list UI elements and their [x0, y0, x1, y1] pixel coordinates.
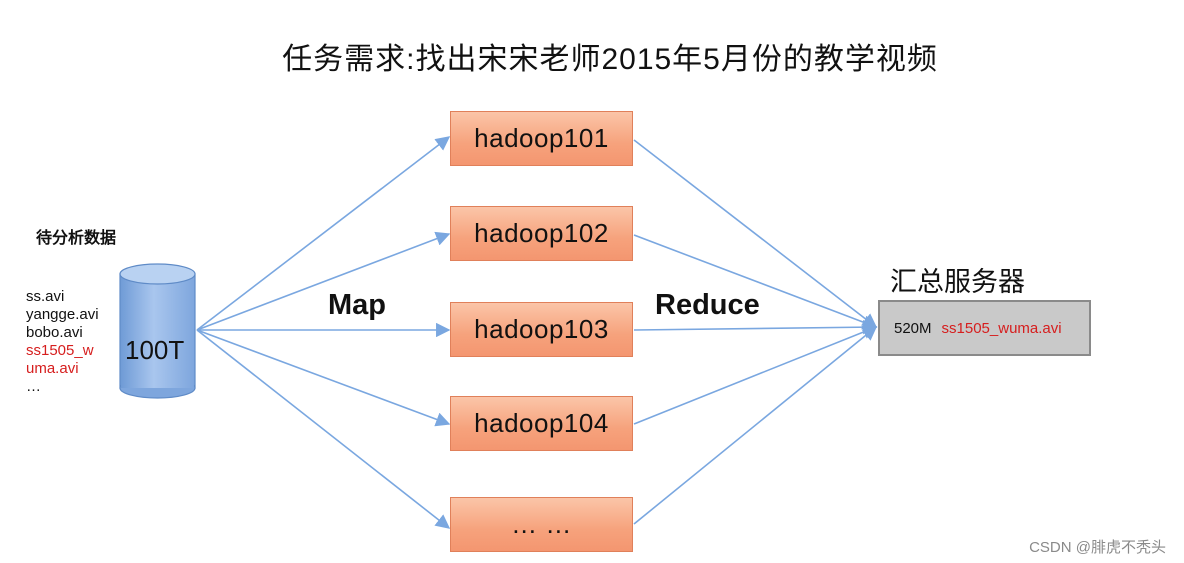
node-hadoop101: hadoop101 [450, 111, 633, 166]
file-list: ss.avi yangge.avi bobo.avi ss1505_w uma.… [26, 288, 99, 396]
map-arrow-4 [196, 329, 451, 427]
server-file: ss1505_wuma.avi [941, 319, 1062, 337]
reduce-arrow-3 [633, 319, 878, 335]
node-hadoop102: hadoop102 [450, 206, 633, 261]
reduce-label: Reduce [655, 289, 760, 321]
file-item: ss.avi [26, 288, 65, 305]
reduce-arrow-5 [633, 326, 878, 525]
map-label: Map [328, 289, 386, 321]
map-arrow-1 [196, 136, 451, 331]
reduce-arrow-2 [633, 234, 878, 330]
map-arrow-2 [196, 231, 451, 331]
server-title: 汇总服务器 [890, 267, 1025, 297]
pending-data-title: 待分析数据 [36, 228, 117, 247]
cylinder-label: 100T [125, 335, 184, 365]
reduce-arrow-1 [633, 139, 878, 328]
map-arrows [196, 136, 451, 529]
file-item: yangge.avi [26, 306, 99, 323]
file-item: bobo.avi [26, 324, 83, 341]
watermark: CSDN @腓虎不秃头 [1029, 539, 1166, 556]
page-title: 任务需求:找出宋宋老师2015年5月份的教学视频 [282, 43, 938, 76]
server-box: 520M ss1505_wuma.avi [878, 300, 1091, 356]
reduce-arrow-4 [633, 325, 878, 425]
node-ellipsis: … … [450, 497, 633, 552]
node-hadoop103: hadoop103 [450, 302, 633, 357]
file-item: … [26, 378, 41, 395]
data-cylinder [119, 263, 196, 399]
node-hadoop104: hadoop104 [450, 396, 633, 451]
reduce-arrows [633, 139, 878, 525]
file-item-highlight: uma.avi [26, 360, 79, 377]
map-arrow-5 [196, 329, 451, 529]
server-size: 520M [894, 319, 932, 337]
file-item-highlight: ss1505_w [26, 342, 94, 359]
